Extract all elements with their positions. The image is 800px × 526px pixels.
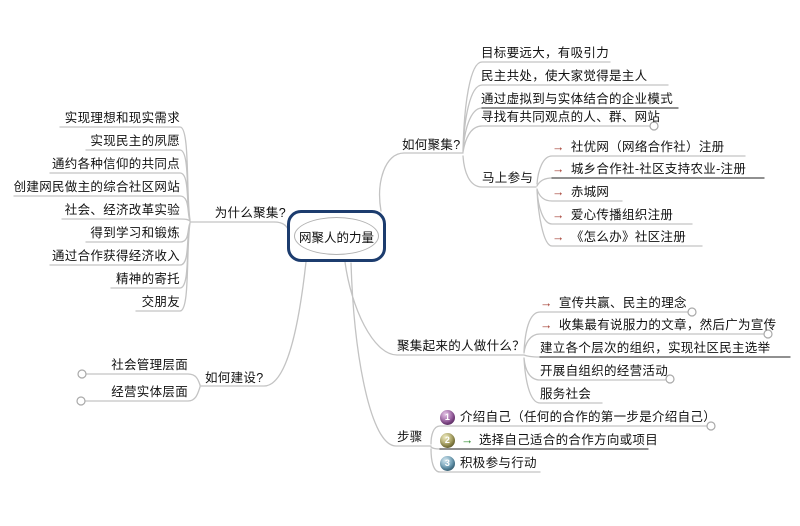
node-why-item[interactable]: 创建网民做主的综合社区网站 — [13, 180, 180, 194]
node-gather-item[interactable]: 民主共处，使大家觉得是主人 — [481, 69, 648, 83]
step-3-badge-icon: 3 — [440, 455, 455, 471]
node-action-item[interactable]: 开展自组织的经营活动 — [540, 364, 669, 378]
node-action-item-label: 收集最有说服力的文章，然后广为宣传 — [558, 318, 777, 332]
branch-what-to-do[interactable]: 聚集起来的人做什么？ — [397, 339, 526, 353]
link-arrow-icon[interactable]: → — [552, 208, 565, 222]
node-join-item[interactable]: → 赤城网 — [552, 184, 609, 200]
node-action-item-link[interactable]: 建立各个层次的组织，实现社区民主选举 — [540, 341, 771, 355]
node-why-item[interactable]: 交朋友 — [141, 295, 180, 309]
branch-how-gather[interactable]: 如何聚集? — [402, 138, 461, 152]
link-arrow-icon[interactable]: → — [540, 318, 553, 332]
node-gather-item-link[interactable]: 通过虚拟到与实体结合的企业模式 — [481, 92, 674, 106]
node-step-item[interactable]: 3 积极参与行动 — [440, 455, 537, 471]
node-action-item[interactable]: 服务社会 — [540, 387, 592, 401]
hyperlink-underlines — [439, 107, 791, 450]
node-join-item-label: 《怎么办》社区注册 — [570, 230, 687, 244]
node-join-item-label: 爱心传播组织注册 — [570, 208, 674, 222]
node-gather-item[interactable]: 目标要远大，有吸引力 — [481, 46, 610, 60]
node-action-item-label: 宣传共赢、民主的理念 — [558, 296, 687, 310]
node-step-label: 积极参与行动 — [460, 456, 537, 470]
node-why-item[interactable]: 精神的寄托 — [115, 272, 180, 286]
collapse-handle[interactable] — [77, 369, 87, 379]
node-step-item[interactable]: 1 介绍自己（任何的合作的第一步是介绍自己） — [440, 409, 716, 425]
link-arrow-icon[interactable]: → — [552, 185, 565, 199]
node-why-item[interactable]: 实现民主的夙愿 — [90, 134, 180, 148]
collapse-handle[interactable] — [665, 374, 675, 384]
link-arrow-icon[interactable]: → — [552, 230, 565, 244]
root-node-label: 网聚人的力量 — [294, 217, 379, 255]
node-why-item[interactable]: 社会、经济改革实验 — [64, 203, 180, 217]
node-why-item[interactable]: 得到学习和锻炼 — [90, 226, 180, 240]
node-step-item[interactable]: 2 → 选择自己适合的合作方向或项目 — [440, 432, 658, 448]
root-node[interactable]: 网聚人的力量 — [287, 210, 386, 262]
branch-join-now[interactable]: 马上参与 — [482, 171, 534, 185]
step-1-badge-icon: 1 — [440, 409, 455, 425]
branch-how-build[interactable]: 如何建设? — [205, 371, 264, 385]
node-join-item[interactable]: → 《怎么办》社区注册 — [552, 229, 686, 245]
node-action-item[interactable]: → 宣传共赢、民主的理念 — [540, 295, 687, 311]
collapse-handle[interactable] — [706, 421, 716, 431]
node-join-item-label: 城乡合作社-社区支持农业-注册 — [570, 162, 747, 176]
node-action-item[interactable]: → 收集最有说服力的文章，然后广为宣传 — [540, 317, 776, 333]
node-gather-item[interactable]: 寻找有共同观点的人、群、网站 — [481, 110, 661, 124]
node-join-item-label: 社优网（网络合作社）注册 — [570, 140, 725, 154]
node-step-label: 选择自己适合的合作方向或项目 — [478, 433, 659, 447]
collapse-handle[interactable] — [649, 121, 659, 131]
node-why-item[interactable]: 实现理想和现实需求 — [64, 111, 180, 125]
node-why-item[interactable]: 通过合作获得经济收入 — [51, 249, 180, 263]
node-build-item[interactable]: 经营实体层面 — [111, 385, 188, 399]
collapse-handle[interactable] — [76, 396, 86, 406]
connector-lines — [13, 61, 764, 473]
node-why-item[interactable]: 通约各种信仰的共同点 — [51, 157, 180, 171]
node-step-label: 介绍自己（任何的合作的第一步是介绍自己） — [460, 410, 717, 424]
step-2-badge-icon: 2 — [440, 432, 455, 448]
link-arrow-icon[interactable]: → — [552, 162, 565, 176]
node-join-item[interactable]: → 城乡合作社-社区支持农业-注册 — [552, 161, 746, 177]
collapse-handle[interactable] — [687, 307, 697, 317]
link-arrow-icon[interactable]: → — [540, 296, 553, 310]
branch-why-gather[interactable]: 为什么聚集? — [214, 206, 286, 220]
node-join-item-label: 赤城网 — [570, 185, 610, 199]
node-build-item[interactable]: 社会管理层面 — [111, 358, 188, 372]
link-arrow-icon[interactable]: → — [461, 433, 474, 447]
node-join-item[interactable]: → 爱心传播组织注册 — [552, 207, 673, 223]
collapse-handle[interactable] — [763, 329, 773, 339]
link-arrow-icon[interactable]: → — [552, 140, 565, 154]
branch-steps[interactable]: 步骤 — [397, 430, 423, 444]
node-join-item[interactable]: → 社优网（网络合作社）注册 — [552, 139, 724, 155]
